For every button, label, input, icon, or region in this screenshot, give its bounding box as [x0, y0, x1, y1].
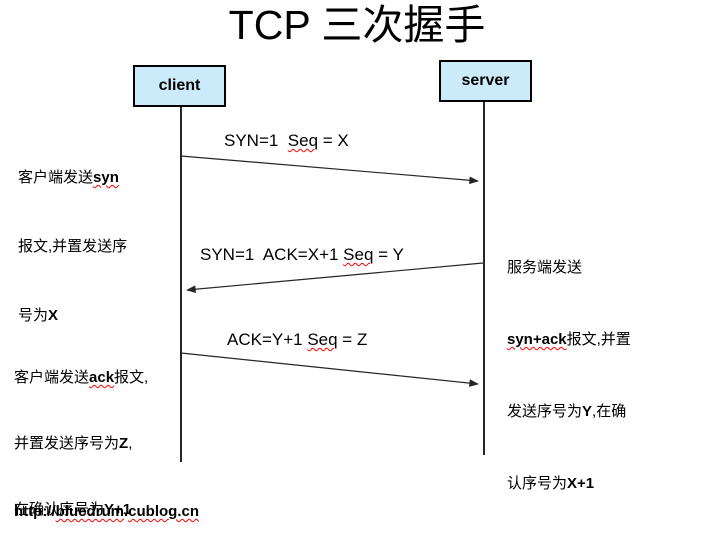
- msg3-seg: ACK=Y+1: [227, 330, 308, 349]
- arrow-ack: [180, 352, 479, 387]
- note-text: 发送序号为: [507, 403, 583, 420]
- page-title: TCP 三次握手: [228, 2, 486, 48]
- note-text-highlight: Z: [119, 435, 129, 452]
- msg2-seg: SYN=1 ACK=X+1: [200, 245, 344, 264]
- server-label: server: [461, 72, 510, 89]
- note-text: 服务端发送: [507, 259, 583, 276]
- server-lifeline: [483, 102, 485, 455]
- note-text-highlight: ack: [89, 369, 115, 386]
- client-label: client: [158, 77, 201, 94]
- arrow-syn-ack: [186, 262, 484, 294]
- arrow-syn: [180, 155, 479, 185]
- msg2-seg-misspelled: Seq: [343, 245, 374, 264]
- msg3-seg: = Z: [337, 330, 368, 349]
- note-text-highlight: Y+1: [104, 501, 132, 518]
- message-label-syn-ack: SYN=1 ACK=X+1 Seq = Y: [200, 245, 404, 265]
- client-lifeline: [180, 107, 182, 462]
- note-line: 发送序号为Y,在确: [507, 400, 631, 424]
- note-text: ,在确: [592, 403, 627, 420]
- note-text: ,: [128, 435, 133, 452]
- message-label-ack: ACK=Y+1 Seq = Z: [227, 330, 367, 350]
- note-text: 客户端发送: [14, 369, 90, 386]
- client-box: client: [133, 65, 226, 107]
- msg1-seg: SYN=1: [224, 131, 288, 150]
- msg2-seg: = Y: [373, 245, 404, 264]
- note-line: 报文,并置发送序: [18, 235, 127, 258]
- note-text: 认序号为: [507, 475, 568, 492]
- note-text-highlight: X+1: [567, 475, 595, 492]
- note-line: 服务端发送: [507, 256, 631, 280]
- note-line: syn+ack报文,并置: [507, 328, 631, 352]
- note-text: 号为: [18, 307, 49, 324]
- server-box: server: [439, 60, 532, 102]
- note-line: 认序号为X+1: [507, 472, 631, 496]
- footer-text-misspelled: cublog.cn: [128, 503, 200, 520]
- note-text-highlight: X: [48, 307, 59, 324]
- footer-text: .: [124, 503, 129, 520]
- message-label-syn: SYN=1 Seq = X: [224, 131, 349, 151]
- note-text: 在确认序号为: [14, 501, 105, 518]
- note-line: 客户端发送ack报文,: [14, 367, 148, 389]
- note-line: 号为X: [18, 304, 127, 327]
- note-text: 报文,: [114, 369, 149, 386]
- note-text-highlight: syn+ack: [507, 331, 567, 348]
- note-server-syn-ack: 服务端发送 syn+ack报文,并置 发送序号为Y,在确 认序号为X+1: [507, 208, 631, 537]
- footer-text: http://: [14, 503, 56, 520]
- note-client-syn: 客户端发送syn 报文,并置发送序 号为X: [18, 120, 127, 373]
- footer-url: http://bluedrum.cublog.cn: [14, 503, 199, 520]
- note-text-highlight: syn: [93, 169, 119, 186]
- footer-text-misspelled: bluedrum: [55, 503, 124, 520]
- note-client-ack: 客户端发送ack报文, 并置发送序号为Z, 在确认序号为Y+1: [14, 323, 148, 537]
- note-text: 报文,并置发送序: [18, 238, 128, 255]
- note-line: 并置发送序号为Z,: [14, 433, 148, 455]
- note-text-highlight: Y: [582, 403, 593, 420]
- msg3-seg-misspelled: Seq: [307, 330, 338, 349]
- note-text: 并置发送序号为: [14, 435, 120, 452]
- note-line: 客户端发送syn: [18, 166, 127, 189]
- note-text: 客户端发送: [18, 169, 94, 186]
- msg1-seg: = X: [318, 131, 349, 150]
- note-line: 在确认序号为Y+1: [14, 499, 148, 521]
- msg1-seg-misspelled: Seq: [287, 131, 319, 150]
- note-text: 报文,并置: [566, 331, 631, 348]
